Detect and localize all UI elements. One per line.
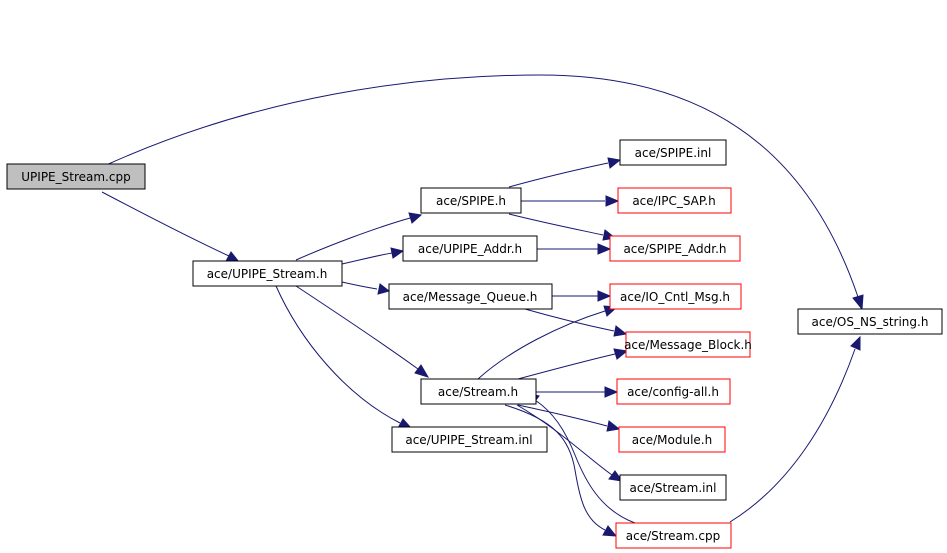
edge-stream-h-to-stream-inl — [516, 404, 613, 476]
node-label: ace/SPIPE.h — [436, 194, 506, 208]
node-upipe-addr-h[interactable]: ace/UPIPE_Addr.h — [402, 235, 538, 262]
edge-upipe-stream-h-to-stream-h — [295, 285, 419, 370]
arrow-head — [852, 294, 864, 311]
edge-upipe-stream-h-to-spipe-h — [295, 217, 411, 261]
node-message-block-h[interactable]: ace/Message_Block.h — [624, 331, 752, 358]
node-upipe-stream-cpp[interactable]: UPIPE_Stream.cpp — [6, 163, 146, 190]
node-message-queue-h[interactable]: ace/Message_Queue.h — [388, 283, 553, 310]
node-label: ace/SPIPE.inl — [635, 146, 712, 160]
edge-stream-h-to-io-cntl-msg-h — [477, 310, 606, 380]
node-ipc-sap-h[interactable]: ace/IPC_SAP.h — [617, 187, 732, 214]
node-spipe-inl[interactable]: ace/SPIPE.inl — [619, 139, 727, 166]
node-label: ace/UPIPE_Addr.h — [418, 242, 522, 256]
arrow-head — [606, 420, 621, 432]
node-upipe-stream-inl[interactable]: ace/UPIPE_Stream.inl — [391, 426, 548, 453]
node-label: ace/Message_Queue.h — [403, 290, 538, 304]
arrow-head — [608, 470, 624, 482]
node-stream-cpp[interactable]: ace/Stream.cpp — [615, 522, 732, 549]
node-stream-inl[interactable]: ace/Stream.inl — [619, 474, 727, 501]
node-label: ace/UPIPE_Stream.inl — [405, 433, 532, 447]
node-stream-h[interactable]: ace/Stream.h — [420, 378, 537, 405]
node-label: ace/config-all.h — [627, 385, 719, 399]
node-upipe-stream-h[interactable]: ace/UPIPE_Stream.h — [192, 260, 343, 287]
edge-spipe-h-to-spipe-inl — [508, 162, 609, 188]
edge-stream-cpp-to-stream-h — [534, 399, 636, 524]
node-label: ace/IO_Cntl_Msg.h — [620, 290, 730, 304]
arrow-head — [414, 364, 430, 378]
nodes: UPIPE_Stream.cpp ace/UPIPE_Stream.h ace/… — [6, 139, 943, 549]
node-os-ns-string-h[interactable]: ace/OS_NS_string.h — [797, 308, 943, 335]
edge-upipe-stream-cpp-to-upipe-stream-h — [101, 191, 230, 257]
edge-stream-h-to-module-h — [517, 404, 608, 427]
node-label: ace/OS_NS_string.h — [812, 315, 929, 329]
node-module-h[interactable]: ace/Module.h — [618, 426, 726, 453]
arrow-head — [597, 290, 612, 302]
arrow-head — [408, 212, 423, 224]
arrow-head — [613, 348, 629, 360]
node-spipe-h[interactable]: ace/SPIPE.h — [420, 187, 522, 214]
node-label: ace/Stream.cpp — [626, 529, 720, 543]
node-label: ace/IPC_SAP.h — [632, 194, 715, 208]
node-label: ace/SPIPE_Addr.h — [623, 242, 726, 256]
edge-upipe-stream-h-to-message-queue-h — [341, 281, 378, 290]
edge-stream-h-to-stream-cpp — [504, 404, 606, 531]
node-spipe-addr-h[interactable]: ace/SPIPE_Addr.h — [609, 235, 741, 262]
node-label: ace/Stream.inl — [630, 481, 717, 495]
arrow-head — [390, 247, 405, 259]
arrow-head — [604, 386, 619, 398]
arrow-head — [377, 283, 391, 295]
arrow-head — [607, 157, 622, 169]
node-config-all-h[interactable]: ace/config-all.h — [616, 378, 731, 405]
edge-upipe-stream-h-to-upipe-stream-inl — [275, 285, 401, 424]
arrow-head — [597, 243, 612, 255]
arrow-head — [850, 335, 861, 351]
arrow-head — [602, 525, 618, 537]
node-label: ace/UPIPE_Stream.h — [207, 267, 328, 281]
node-label: ace/Module.h — [632, 433, 712, 447]
edge-spipe-h-to-spipe-addr-h — [508, 213, 604, 236]
edge-stream-h-to-message-block-h — [517, 353, 616, 380]
edge-upipe-stream-cpp-to-os-ns-string-h — [103, 74, 859, 298]
arrow-head — [613, 325, 628, 337]
arrow-head — [605, 195, 620, 207]
node-io-cntl-msg-h[interactable]: ace/IO_Cntl_Msg.h — [609, 283, 742, 310]
edge-stream-cpp-to-os-ns-string-h — [729, 348, 856, 523]
edges — [101, 74, 864, 537]
node-label: UPIPE_Stream.cpp — [21, 170, 130, 184]
node-label: ace/Stream.h — [438, 385, 518, 399]
node-label: ace/Message_Block.h — [624, 338, 752, 352]
edge-upipe-stream-h-to-upipe-addr-h — [341, 252, 393, 265]
